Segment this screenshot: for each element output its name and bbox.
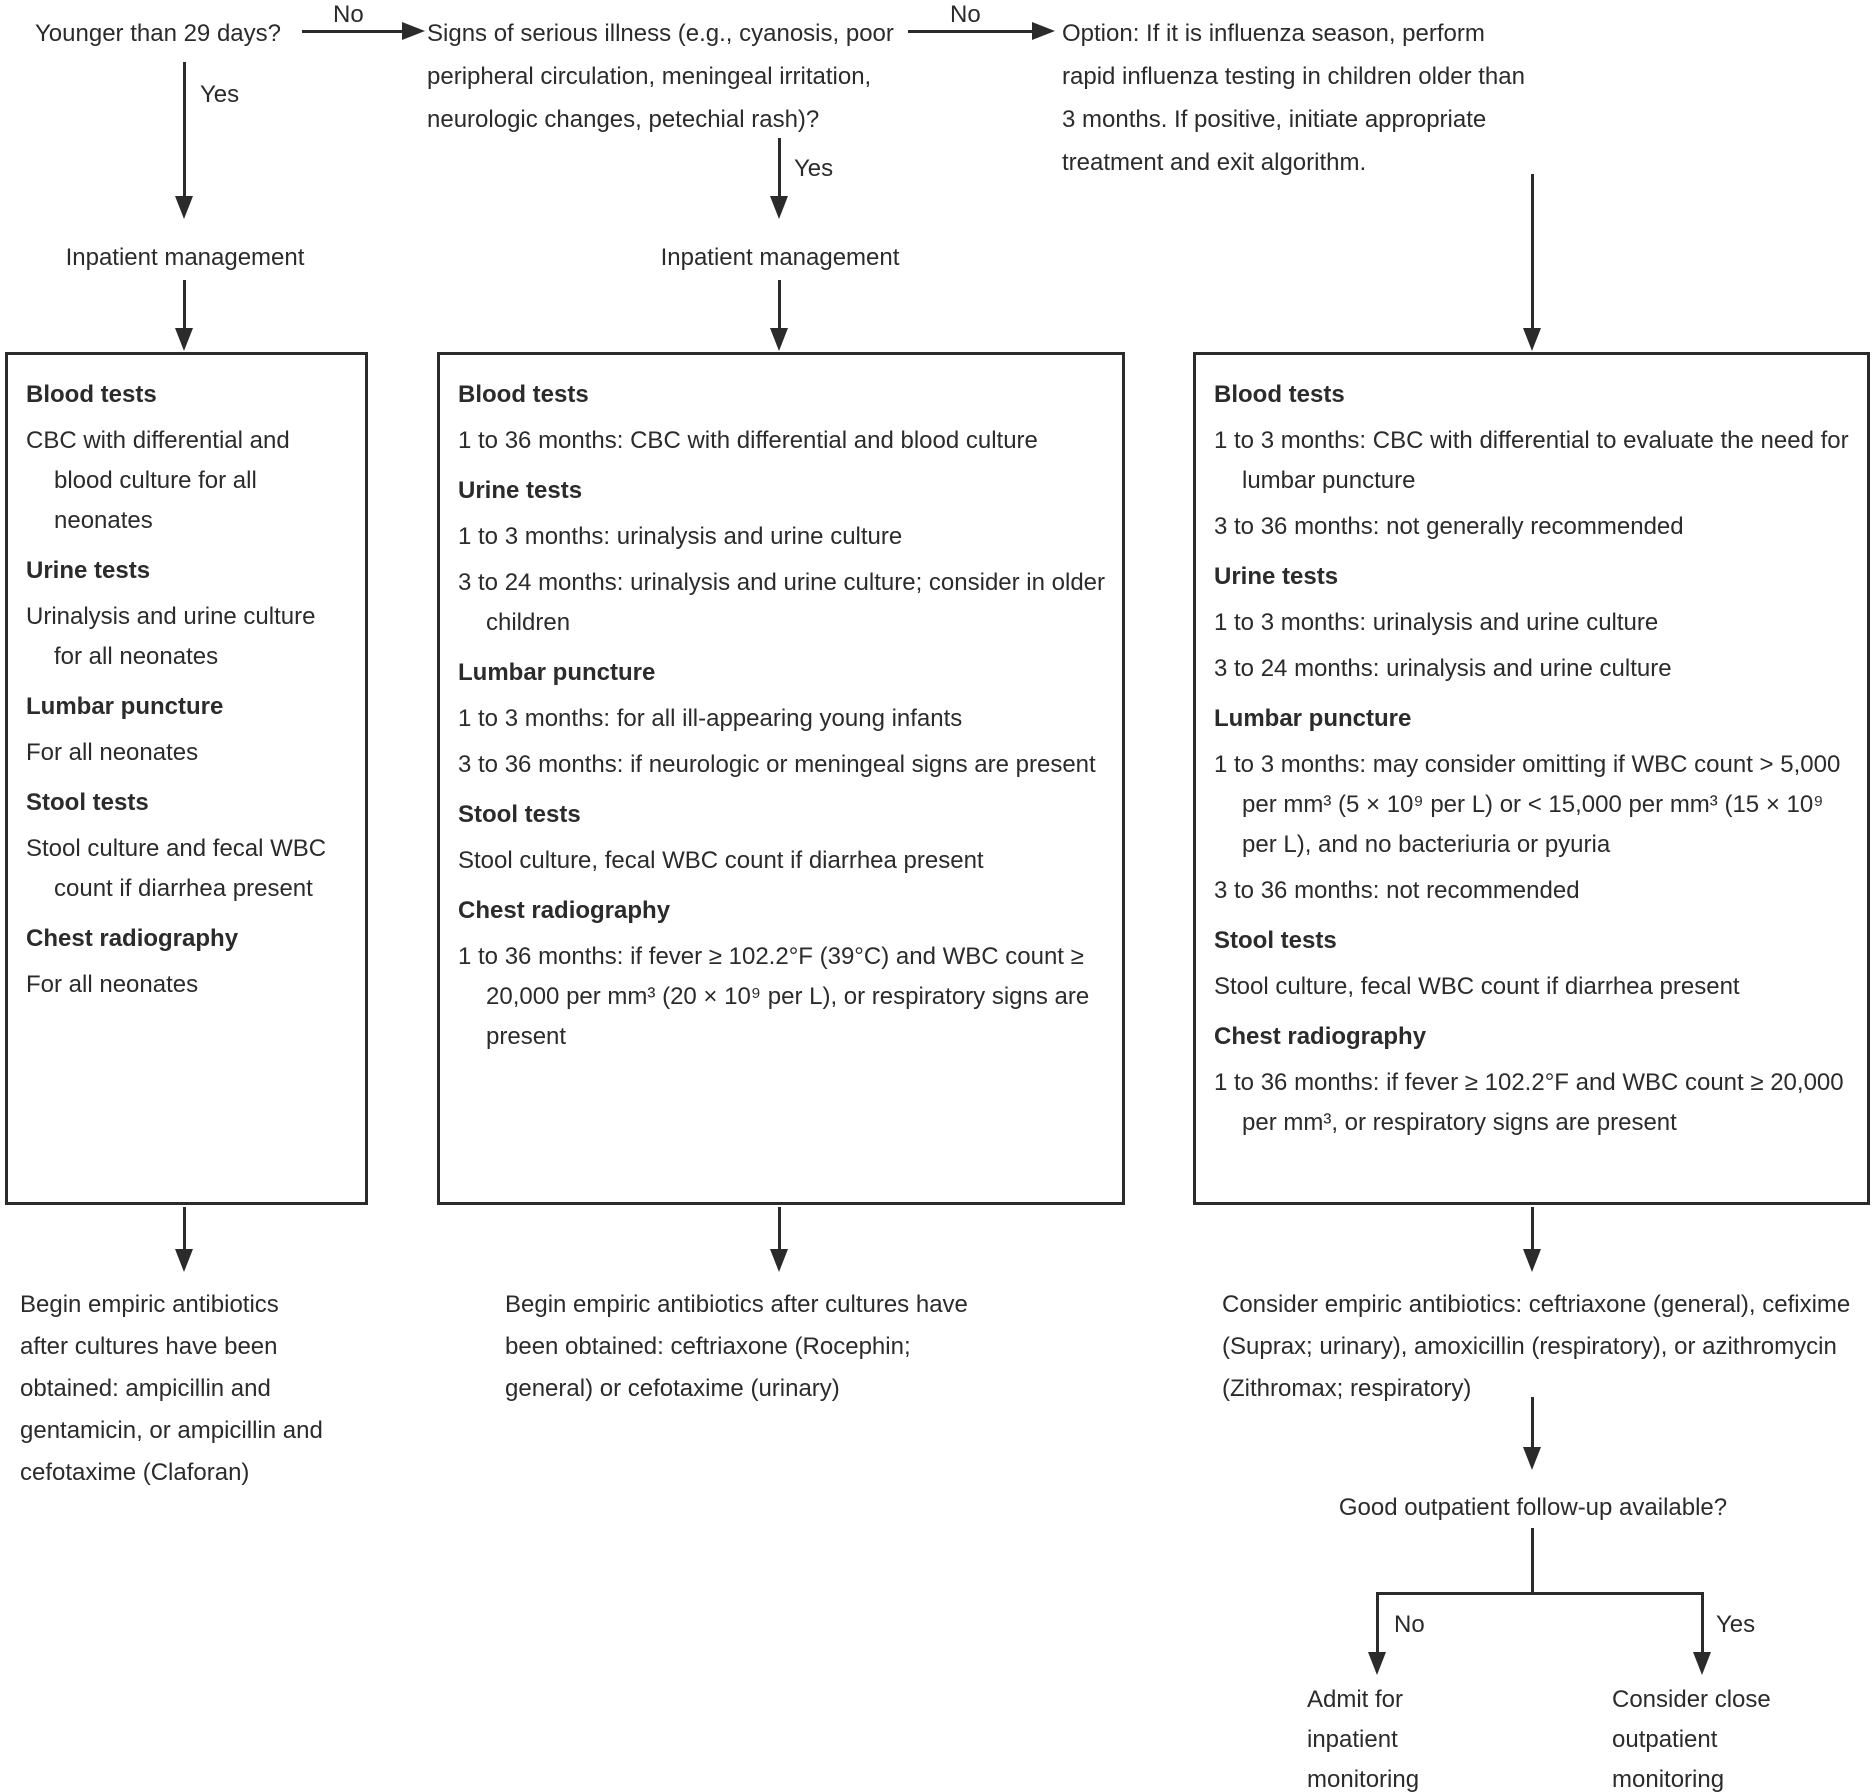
workup-box-neonate: Blood tests CBC with differential and bl… xyxy=(5,352,368,1205)
arrow-down-icon xyxy=(1523,1249,1541,1272)
workup-detail: Urinalysis and urine culture for all neo… xyxy=(26,603,316,670)
node-influenza-option: Option: If it is influenza season, perfo… xyxy=(1062,20,1525,176)
arrow-down-icon xyxy=(770,328,788,351)
edge-label-yes: Yes xyxy=(794,155,834,182)
workup-detail: 1 to 3 months: may consider omitting if … xyxy=(1214,751,1841,858)
workup-detail: 3 to 24 months: urinalysis and urine cul… xyxy=(458,569,1106,636)
branch-horizontal-line xyxy=(1376,1592,1704,1595)
arrow-down-icon xyxy=(175,1249,193,1272)
workup-box-ill-appearing: Blood tests 1 to 36 months: CBC with dif… xyxy=(437,352,1125,1205)
workup-heading: Urine tests xyxy=(1214,563,1339,590)
arrow-right-icon xyxy=(402,22,425,40)
arrow-q1-no-line xyxy=(302,30,404,33)
arrow-down-icon xyxy=(1693,1652,1711,1675)
connector-line xyxy=(183,1207,186,1251)
outcome-well-antibiotics: Consider empiric antibiotics: ceftriaxon… xyxy=(1222,1291,1851,1402)
workup-box-well-appearing: Blood tests 1 to 3 months: CBC with diff… xyxy=(1193,352,1870,1205)
decision-outpatient-followup: Good outpatient follow-up available? xyxy=(1338,1494,1728,1521)
outcome-close-outpatient: Consider close outpatient monitoring xyxy=(1612,1686,1771,1792)
workup-detail: For all neonates xyxy=(26,739,199,766)
workup-heading: Chest radiography xyxy=(1214,1023,1427,1050)
node-inpatient-management-left: Inpatient management xyxy=(65,244,305,271)
connector-line xyxy=(1531,1528,1534,1595)
decision-signs-of-serious-illness: Signs of serious illness (e.g., cyanosis… xyxy=(427,20,894,133)
arrow-right-icon xyxy=(1032,22,1055,40)
outcome-ill-antibiotics: Begin empiric antibiotics after cultures… xyxy=(505,1291,968,1402)
arrow-q2-no-line xyxy=(908,30,1034,33)
arrow-down-icon xyxy=(175,196,193,219)
arrow-down-icon xyxy=(175,328,193,351)
workup-detail: Stool culture, fecal WBC count if diarrh… xyxy=(1214,973,1740,1000)
workup-detail: 3 to 36 months: not generally recommende… xyxy=(1214,513,1684,540)
workup-detail: 1 to 36 months: CBC with differential an… xyxy=(458,427,1038,454)
connector-line xyxy=(1531,174,1534,330)
arrow-down-icon xyxy=(1523,1447,1541,1470)
workup-detail: Stool culture and fecal WBC count if dia… xyxy=(26,835,327,902)
workup-detail: 1 to 3 months: urinalysis and urine cult… xyxy=(458,523,903,550)
workup-detail: 1 to 3 months: for all ill-appearing you… xyxy=(458,705,963,732)
workup-heading: Chest radiography xyxy=(26,925,239,952)
workup-detail: 1 to 36 months: if fever ≥ 102.2°F and W… xyxy=(1214,1069,1844,1136)
arrow-down-icon xyxy=(770,1249,788,1272)
outcome-admit-inpatient: Admit for inpatient monitoring xyxy=(1307,1686,1420,1792)
workup-heading: Lumbar puncture xyxy=(1214,705,1412,732)
workup-detail: 3 to 36 months: not recommended xyxy=(1214,877,1580,904)
workup-detail: 3 to 36 months: if neurologic or meninge… xyxy=(458,751,1096,778)
workup-heading: Blood tests xyxy=(458,381,589,408)
edge-label-no: No xyxy=(333,1,364,28)
workup-heading: Lumbar puncture xyxy=(458,659,656,686)
workup-detail: 3 to 24 months: urinalysis and urine cul… xyxy=(1214,655,1672,682)
workup-heading: Chest radiography xyxy=(458,897,671,924)
workup-heading: Lumbar puncture xyxy=(26,693,224,720)
workup-heading: Stool tests xyxy=(1214,927,1337,954)
workup-detail: 1 to 3 months: urinalysis and urine cult… xyxy=(1214,609,1659,636)
outcome-neonate-antibiotics: Begin empiric antibiotics after cultures… xyxy=(20,1291,323,1486)
arrow-down-icon xyxy=(770,196,788,219)
edge-label-yes: Yes xyxy=(200,81,240,108)
workup-heading: Blood tests xyxy=(1214,381,1345,408)
arrow-followup-yes-line xyxy=(1701,1592,1704,1654)
arrow-followup-no-line xyxy=(1376,1592,1379,1654)
workup-detail: 1 to 36 months: if fever ≥ 102.2°F (39°C… xyxy=(458,943,1090,1050)
workup-heading: Blood tests xyxy=(26,381,157,408)
connector-line xyxy=(778,1207,781,1251)
arrow-down-icon xyxy=(1368,1652,1386,1675)
edge-label-no: No xyxy=(1394,1611,1425,1638)
workup-heading: Urine tests xyxy=(26,557,151,584)
workup-heading: Stool tests xyxy=(26,789,149,816)
workup-detail: 1 to 3 months: CBC with differential to … xyxy=(1214,427,1849,494)
workup-detail: CBC with differential and blood culture … xyxy=(26,427,290,534)
connector-line xyxy=(778,280,781,330)
arrow-q1-yes-line xyxy=(183,62,186,198)
edge-label-yes: Yes xyxy=(1716,1611,1756,1638)
node-inpatient-management-middle: Inpatient management xyxy=(660,244,900,271)
decision-younger-than-29-days: Younger than 29 days? xyxy=(35,20,281,47)
workup-heading: Urine tests xyxy=(458,477,583,504)
connector-line xyxy=(1531,1397,1534,1449)
arrow-down-icon xyxy=(1523,328,1541,351)
edge-label-no: No xyxy=(950,1,981,28)
connector-line xyxy=(183,280,186,330)
connector-line xyxy=(1531,1207,1534,1251)
arrow-q2-yes-line xyxy=(778,138,781,198)
workup-detail: For all neonates xyxy=(26,971,199,998)
workup-detail: Stool culture, fecal WBC count if diarrh… xyxy=(458,847,984,874)
workup-heading: Stool tests xyxy=(458,801,581,828)
